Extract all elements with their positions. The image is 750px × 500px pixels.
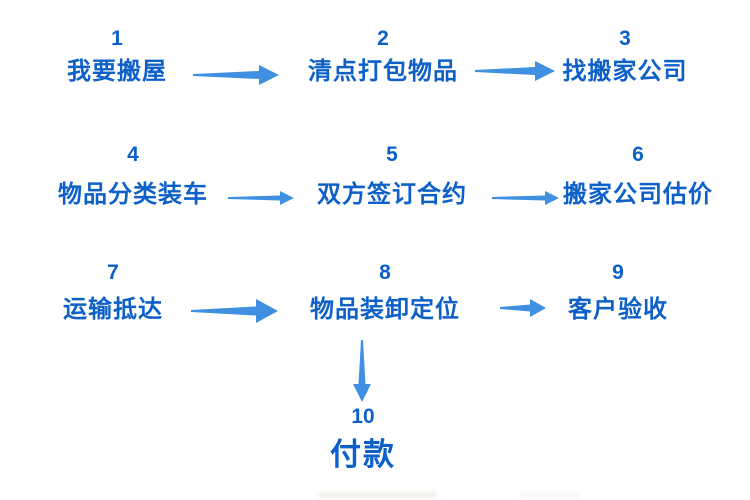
step-number: 6 <box>632 143 644 166</box>
cropped-bottom-artifact <box>318 492 438 498</box>
step-label: 物品分类装车 <box>58 181 208 208</box>
step-9: 9 客户验收 <box>568 262 668 323</box>
cropped-bottom-artifact <box>520 493 580 498</box>
step-8: 8 物品装卸定位 <box>310 262 460 323</box>
step-label: 客户验收 <box>568 296 668 323</box>
step-number: 3 <box>619 27 631 50</box>
arrow-down-icon <box>353 340 371 402</box>
step-6: 6 搬家公司估价 <box>563 144 713 208</box>
step-3: 3 找搬家公司 <box>563 28 688 85</box>
step-label: 找搬家公司 <box>562 58 688 85</box>
step-1: 1 我要搬屋 <box>67 28 167 85</box>
arrow-right-icon <box>228 191 294 205</box>
step-label: 付款 <box>330 437 396 472</box>
step-number: 5 <box>386 143 398 166</box>
step-label: 运输抵达 <box>63 296 163 323</box>
arrow-right-icon <box>191 299 278 323</box>
step-number: 9 <box>612 261 624 284</box>
step-label: 物品装卸定位 <box>310 296 460 323</box>
arrow-right-icon <box>492 191 559 205</box>
step-10: 10 付款 <box>330 406 396 472</box>
arrow-right-icon <box>475 61 555 81</box>
step-label: 搬家公司估价 <box>563 181 713 208</box>
step-4: 4 物品分类装车 <box>58 144 208 208</box>
step-number: 8 <box>379 261 391 284</box>
arrow-right-icon <box>500 299 546 317</box>
arrow-right-icon <box>193 65 279 85</box>
step-7: 7 运输抵达 <box>63 262 163 323</box>
step-number: 7 <box>107 261 119 284</box>
step-number: 2 <box>377 27 389 50</box>
step-label: 双方签订合约 <box>317 181 467 208</box>
step-5: 5 双方签订合约 <box>317 144 467 208</box>
step-number: 4 <box>127 143 139 166</box>
step-2: 2 清点打包物品 <box>308 28 458 85</box>
step-label: 清点打包物品 <box>308 58 458 85</box>
step-number: 1 <box>111 27 123 50</box>
step-label: 我要搬屋 <box>67 58 167 85</box>
step-number: 10 <box>351 405 375 428</box>
